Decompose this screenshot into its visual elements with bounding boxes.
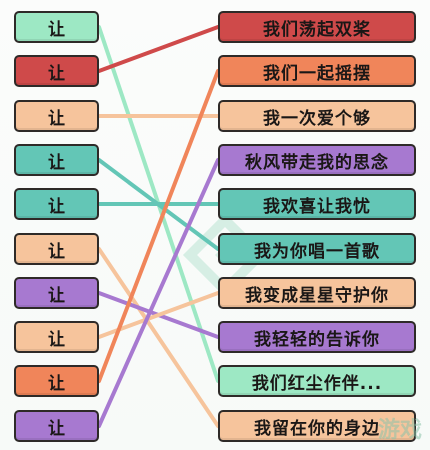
left-word-tile[interactable]: 让 (14, 365, 99, 397)
left-word-tile[interactable]: 让 (14, 11, 99, 43)
left-word-tile[interactable]: 让 (14, 321, 99, 353)
right-phrase-tile[interactable]: 我轻轻的告诉你 (218, 321, 416, 353)
left-word-tile[interactable]: 让 (14, 55, 99, 87)
left-word-label: 让 (48, 329, 65, 350)
connection-line (97, 247, 220, 428)
left-word-tile[interactable]: 让 (14, 233, 99, 265)
watermark-text: 游戏 (377, 418, 422, 443)
left-word-label: 让 (48, 418, 65, 439)
right-phrase-tile[interactable]: 我为你唱一首歌 (218, 233, 416, 265)
right-phrase-label: 我们荡起双桨 (263, 19, 371, 40)
left-word-label: 让 (48, 63, 65, 84)
right-phrase-label: 我为你唱一首歌 (254, 241, 380, 262)
left-word-label: 让 (48, 285, 65, 306)
right-phrase-tile[interactable]: 我欢喜让我忧 (218, 188, 416, 220)
left-word-tile[interactable]: 让 (14, 410, 99, 442)
connection-line (97, 158, 220, 428)
right-phrase-tile[interactable]: 我们一起摇摆 (218, 55, 416, 87)
right-phrase-label: 秋风带走我的思念 (245, 152, 389, 173)
right-phrase-tile[interactable]: 秋风带走我的思念 (218, 144, 416, 176)
right-phrase-tile[interactable]: 我们荡起双桨 (218, 11, 416, 43)
left-word-label: 让 (48, 19, 65, 40)
right-phrase-label: 我欢喜让我忧 (263, 196, 371, 217)
right-phrase-label: 我们红尘作伴... (251, 373, 383, 394)
connection-line (97, 25, 220, 73)
left-word-tile[interactable]: 让 (14, 144, 99, 176)
left-word-label: 让 (48, 152, 65, 173)
right-phrase-tile[interactable]: 我一次爱个够 (218, 100, 416, 132)
right-phrase-tile[interactable]: 我们红尘作伴... (218, 365, 416, 397)
left-word-label: 让 (48, 108, 65, 129)
right-phrase-label: 我留在你的身边 (254, 418, 380, 439)
left-word-label: 让 (48, 373, 65, 394)
right-phrase-label: 我们一起摇摆 (263, 63, 371, 84)
right-phrase-label: 我变成星星守护你 (245, 285, 389, 306)
left-word-tile[interactable]: 让 (14, 188, 99, 220)
left-word-tile[interactable]: 让 (14, 100, 99, 132)
right-phrase-tile[interactable]: 我留在你的身边 (218, 410, 416, 442)
left-word-label: 让 (48, 196, 65, 217)
left-word-tile[interactable]: 让 (14, 277, 99, 309)
right-phrase-tile[interactable]: 我变成星星守护你 (218, 277, 416, 309)
left-word-label: 让 (48, 241, 65, 262)
connection-line (97, 69, 220, 383)
right-phrase-label: 我一次爱个够 (263, 108, 371, 129)
right-phrase-label: 我轻轻的告诉你 (254, 329, 380, 350)
